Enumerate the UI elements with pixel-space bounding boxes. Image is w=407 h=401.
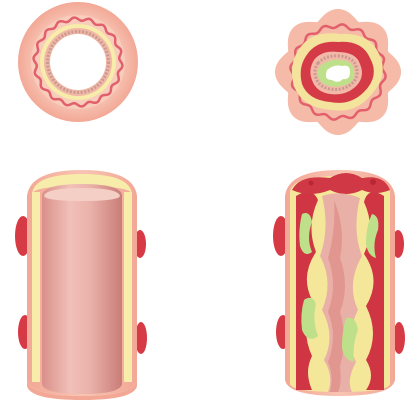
inner-tube (42, 184, 122, 394)
yellow-layer-right (124, 192, 132, 382)
healthy-longitudinal (15, 170, 147, 400)
healthy-cross-section (18, 2, 138, 122)
yellow-layer-left (32, 192, 40, 382)
lumen (50, 34, 106, 90)
red-speck (309, 181, 314, 186)
red-speck (370, 179, 376, 185)
tube-opening (44, 188, 120, 201)
diseased-longitudinal (273, 170, 405, 396)
diseased-cross-section (275, 9, 401, 135)
